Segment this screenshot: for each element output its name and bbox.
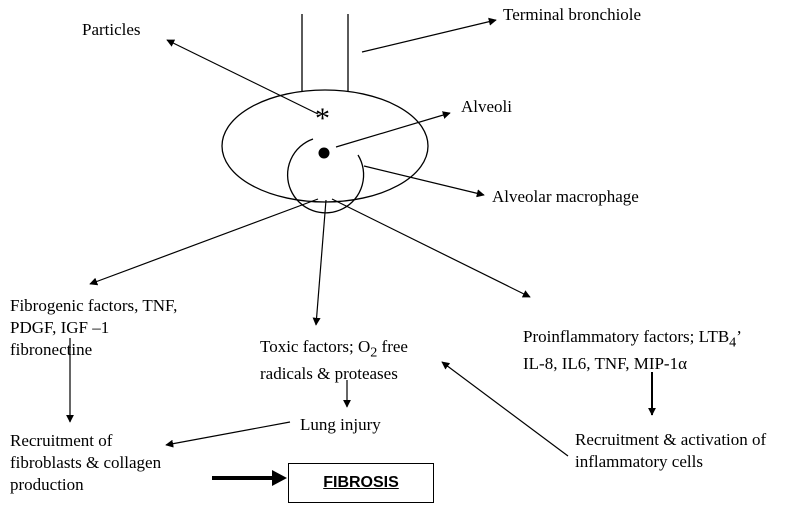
label-alveoli: Alveoli bbox=[461, 97, 512, 116]
proinflammatory-text: Proinflammatory factors; LTB bbox=[523, 327, 730, 346]
recruitment-fibroblasts-line: fibroblasts & collagen bbox=[10, 453, 162, 472]
fibrosis-label: FIBROSIS bbox=[323, 474, 399, 491]
label-particles: Particles bbox=[82, 20, 141, 39]
label-lung-injury: Lung injury bbox=[300, 415, 381, 434]
label-alveolar-macrophage: Alveolar macrophage bbox=[492, 187, 639, 206]
proinflammatory-subscript: 4 bbox=[729, 334, 737, 351]
toxic-line-1: Toxic factors; O2 free bbox=[260, 336, 408, 363]
arrow-to-particles bbox=[166, 39, 319, 115]
arrow-to-proinflammatory bbox=[331, 198, 531, 298]
arrow-to-terminal-bronchiole bbox=[361, 17, 497, 53]
recruitment-inflammatory-line: inflammatory cells bbox=[575, 452, 703, 471]
proinflammatory-line-1: Proinflammatory factors; LTB4’ bbox=[523, 326, 742, 353]
arrow-inflammatory-to-toxic bbox=[441, 361, 569, 457]
arrow-to-fibrosis-head bbox=[272, 470, 287, 486]
toxic-subscript: 2 bbox=[370, 344, 378, 361]
fibrogenic-line: Fibrogenic factors, TNF, bbox=[10, 296, 178, 315]
arrow-to-alveolar-macrophage bbox=[363, 165, 485, 198]
arrow-to-toxic bbox=[312, 199, 327, 326]
fibrosis-box: FIBROSIS bbox=[288, 463, 434, 503]
proinflammatory-text-after: ’ bbox=[736, 327, 742, 346]
label-recruitment-inflammatory: Recruitment & activation of inflammatory… bbox=[575, 429, 766, 473]
label-recruitment-fibroblasts: Recruitment of fibroblasts & collagen pr… bbox=[10, 430, 161, 496]
recruitment-fibroblasts-line: production bbox=[10, 475, 84, 494]
arrow-to-fibrogenic bbox=[89, 198, 319, 286]
label-proinflammatory-factors: Proinflammatory factors; LTB4’ IL-8, IL6… bbox=[523, 326, 742, 375]
recruitment-inflammatory-line: Recruitment & activation of bbox=[575, 430, 767, 449]
toxic-line-2: radicals & proteases bbox=[260, 364, 398, 384]
fibrogenic-line: PDGF, IGF –1 bbox=[10, 318, 110, 337]
macrophage-arc bbox=[286, 138, 365, 214]
macrophage-nucleus bbox=[318, 147, 330, 159]
arrow-to-alveoli bbox=[335, 111, 451, 148]
arrow-lung-injury-to-recruitment bbox=[165, 421, 291, 448]
particle-asterisk: * bbox=[315, 102, 330, 135]
fibrogenic-line: fibronectine bbox=[10, 340, 93, 359]
toxic-text: Toxic factors; O bbox=[260, 337, 371, 356]
label-fibrogenic-factors: Fibrogenic factors, TNF, PDGF, IGF –1 fi… bbox=[10, 295, 177, 361]
toxic-text-after: free bbox=[377, 337, 408, 356]
label-toxic-factors: Toxic factors; O2 free radicals & protea… bbox=[260, 336, 408, 385]
alveolus-outline bbox=[221, 89, 429, 203]
recruitment-fibroblasts-line: Recruitment of bbox=[10, 431, 113, 450]
label-terminal-bronchiole: Terminal bronchiole bbox=[503, 5, 642, 24]
proinflammatory-line-2: IL-8, IL6, TNF, MIP-1α bbox=[523, 354, 687, 374]
